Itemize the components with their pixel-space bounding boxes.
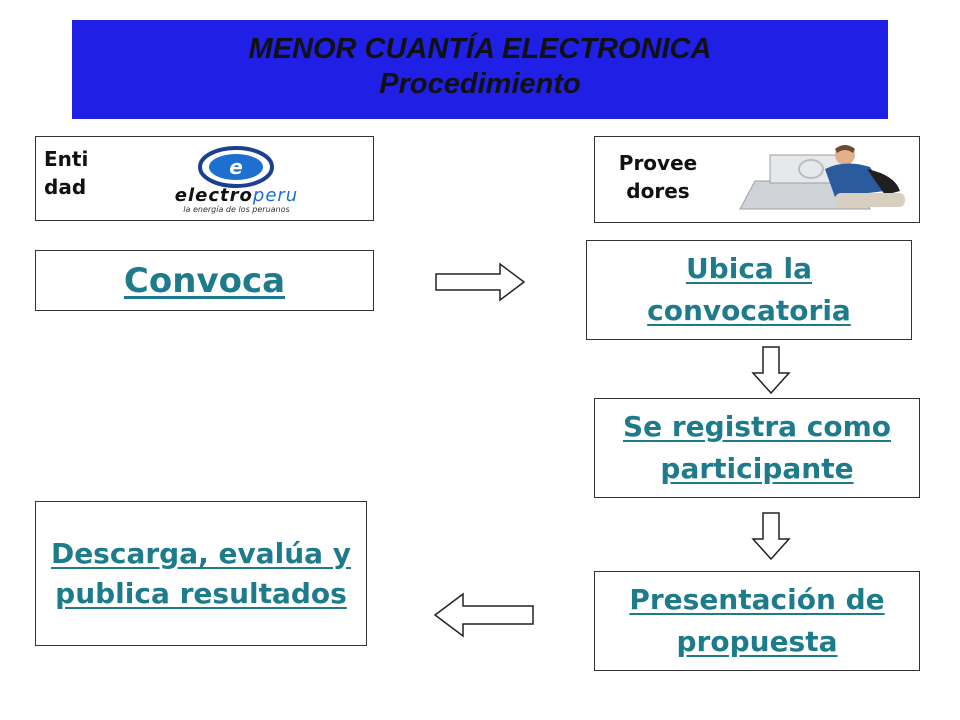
proveedores-label: Provee dores [603,149,713,205]
proveedores-label-line2: dores [626,179,690,203]
header-banner: MENOR CUANTÍA ELECTRONICA Procedimiento [72,20,888,119]
arrow-right-icon [435,262,526,302]
electroperu-logo: e electroperu la energía de los peruanos [114,145,359,215]
logo-text-electro: electro [174,185,253,206]
entidad-box: Enti dad e electroperu la energía de los… [35,136,374,221]
arrow-down-icon-2 [751,512,791,561]
header-subtitle: Procedimiento [379,68,581,100]
presentacion-box[interactable]: Presentación de propuesta [594,571,920,671]
logo-text-peru: peru [252,185,299,206]
proveedores-box: Provee dores [594,136,920,223]
ubica-box[interactable]: Ubica la convocatoria [586,240,912,340]
header-title: MENOR CUANTÍA ELECTRONICA [248,33,712,65]
logo-tagline: la energía de los peruanos [183,205,290,214]
entidad-label-line2: dad [44,175,87,199]
arrow-left-icon [433,592,534,638]
person-laptop-image [739,145,905,210]
electroperu-logo-icon: e [198,146,274,188]
arrow-down-icon-1 [751,346,791,395]
registra-link[interactable]: Se registra como participante [622,410,892,485]
presentacion-link[interactable]: Presentación de propuesta [629,583,885,658]
ubica-link[interactable]: Ubica la convocatoria [647,252,851,327]
descarga-link[interactable]: Descarga, evalúa y publica resultados [50,536,352,610]
descarga-box[interactable]: Descarga, evalúa y publica resultados [35,501,367,646]
registra-box[interactable]: Se registra como participante [594,398,920,498]
proveedores-label-line1: Provee [618,151,698,175]
convoca-box[interactable]: Convoca [35,250,374,311]
convoca-link[interactable]: Convoca [123,260,286,301]
svg-text:e: e [229,155,243,179]
entidad-label-line1: Enti [44,147,89,171]
entidad-label: Enti dad [44,145,88,201]
